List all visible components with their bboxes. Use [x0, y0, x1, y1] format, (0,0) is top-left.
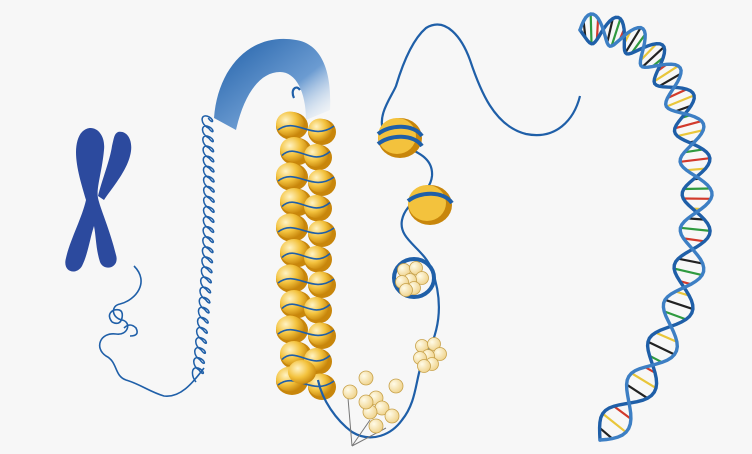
column-nucleosome-left: [276, 163, 304, 188]
column-nucleosome-left: [280, 137, 308, 162]
histone-protein: [400, 284, 413, 297]
base-pair: [627, 385, 648, 399]
column-nucleosome-left: [276, 214, 304, 239]
column-nucleosome-left: [276, 265, 304, 290]
base-pair: [632, 373, 657, 388]
x-chromosome-icon: [65, 128, 131, 272]
stacked-nucleosome-icon: [276, 112, 336, 401]
base-pair: [680, 158, 710, 162]
base-pair: [603, 414, 626, 433]
base-pair: [680, 228, 710, 231]
fiber-band: [214, 39, 330, 130]
base-pair: [665, 300, 693, 309]
free-histone-balls: [343, 371, 403, 446]
base-pair: [648, 342, 675, 355]
linker-dna: [293, 25, 580, 438]
base-pair: [591, 14, 592, 44]
column-nucleosome-left: [276, 112, 304, 137]
column-nucleosome-left: [280, 188, 308, 213]
column-nucleosome-left: [280, 290, 308, 315]
base-pair: [674, 269, 702, 276]
free-histone: [389, 379, 403, 393]
chromatin-thread: [100, 266, 204, 396]
free-histone: [343, 385, 357, 399]
column-nucleosome-left: [276, 316, 304, 341]
double-helix-icon: [580, 14, 712, 440]
histone-protein: [418, 360, 431, 373]
helix-strand-b: [580, 14, 712, 440]
free-histone: [359, 395, 373, 409]
nucleosome-icon: [378, 118, 452, 225]
column-nucleosome-left: [280, 239, 308, 264]
column-nucleosome-end: [288, 360, 316, 384]
base-pair: [684, 189, 710, 190]
free-histone: [359, 371, 373, 385]
coiled-fiber-icon: [192, 116, 214, 382]
free-histone: [369, 419, 383, 433]
free-histone: [385, 409, 399, 423]
